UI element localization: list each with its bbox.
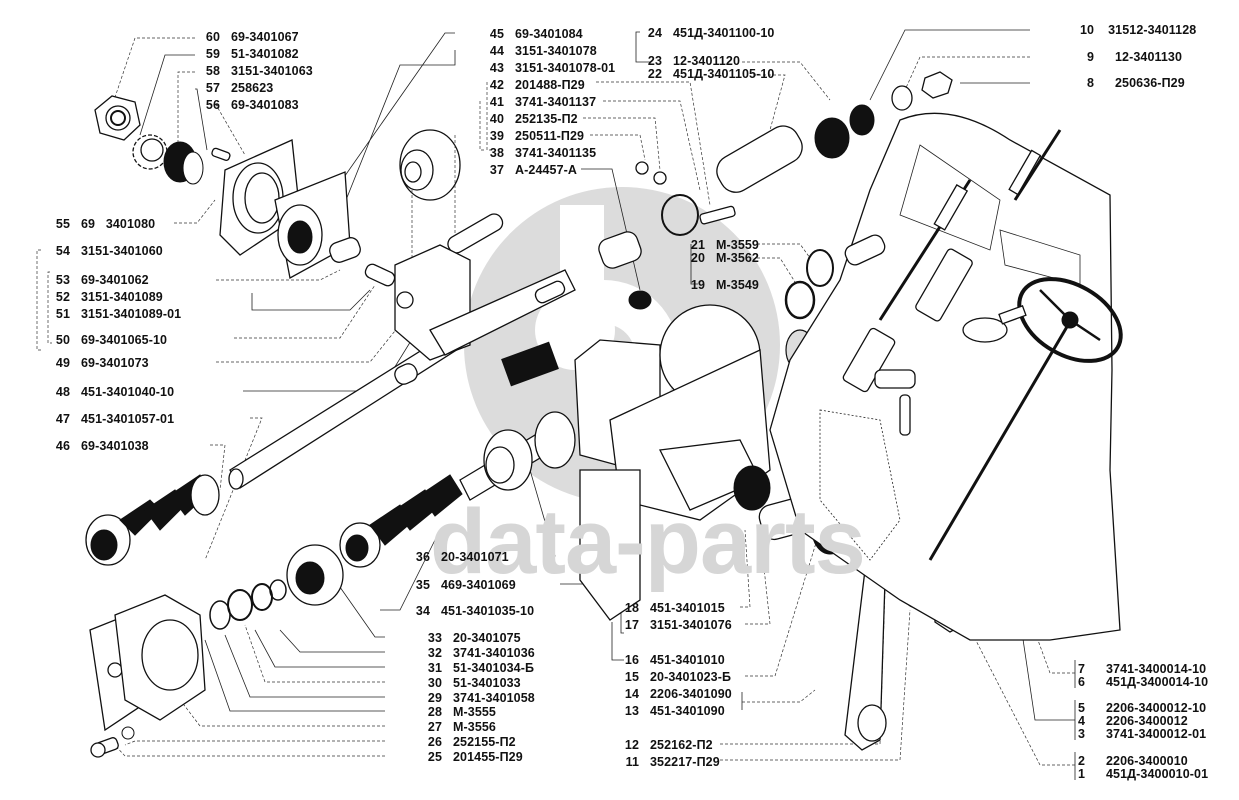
part-gear-housing-16: [574, 304, 771, 621]
part-column-tube-24: [716, 71, 953, 193]
part-steering-shaft-49: [228, 213, 504, 490]
part-housing-cover-56: [219, 139, 361, 280]
part-lock-washer-59: [132, 134, 168, 170]
part-bearing-36: [483, 411, 576, 491]
part-hydraulic-cylinders: [842, 129, 1062, 436]
part-clamp-41: [635, 161, 736, 236]
part-worm-shaft-48: [394, 269, 576, 387]
watermark-text: data-parts: [430, 491, 866, 593]
part-bearing-45: [399, 129, 461, 290]
part-cover-25-33: [89, 544, 344, 758]
part-worm-46: [85, 474, 220, 566]
part-steering-wheel: [928, 277, 1123, 561]
part-pin-57: [211, 147, 231, 161]
part-nut-60: [94, 95, 141, 141]
part-spring-58: [163, 141, 204, 185]
part-bushing-37: [598, 231, 652, 310]
